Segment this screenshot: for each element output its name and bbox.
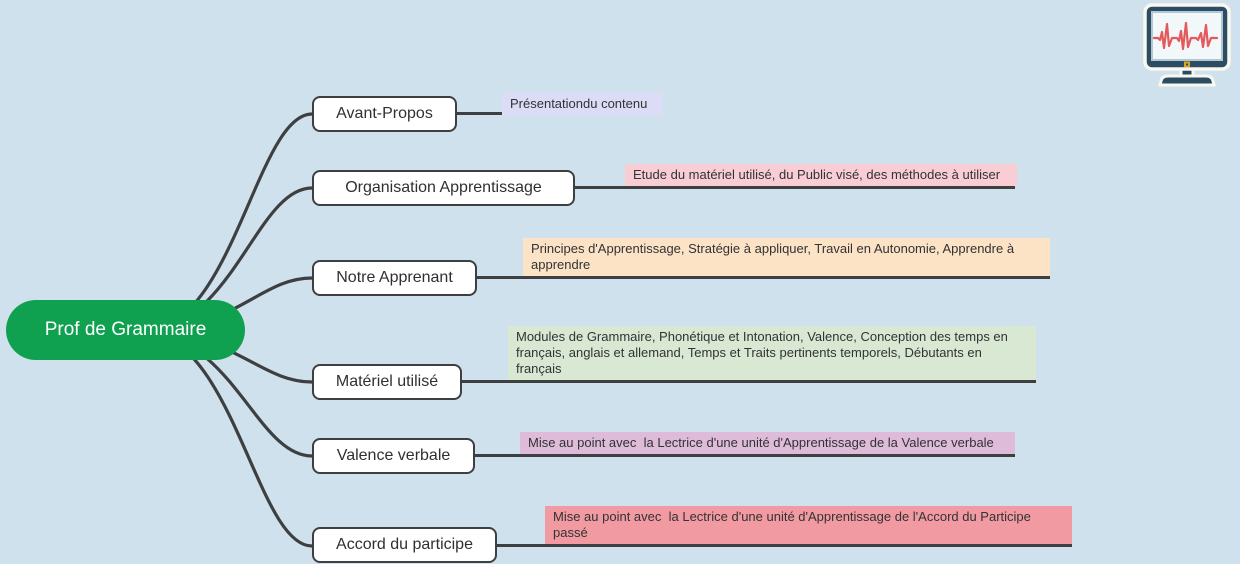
topic-avant-propos[interactable]: Avant-Propos [312, 96, 457, 132]
topic-valence[interactable]: Valence verbale [312, 438, 475, 474]
note-underline-accord [495, 544, 1072, 547]
topic-materiel[interactable]: Matériel utilisé [312, 364, 462, 400]
topic-label: Avant-Propos [336, 105, 433, 122]
topic-label: Matériel utilisé [335, 373, 439, 390]
topic-accord[interactable]: Accord du participe [312, 527, 497, 563]
monitor-power-button-dot [1186, 63, 1188, 66]
note-avant-propos[interactable]: Présentationdu contenu [502, 93, 662, 115]
note-accord[interactable]: Mise au point avec la Lectrice d'une uni… [545, 506, 1072, 544]
note-underline-materiel [460, 380, 1036, 383]
topic-label: Accord du participe [336, 536, 473, 553]
note-organisation[interactable]: Etude du matériel utilisé, du Public vis… [625, 164, 1017, 186]
topic-notre-apprenant[interactable]: Notre Apprenant [312, 260, 477, 296]
note-underline-valence [473, 454, 1015, 457]
note-valence[interactable]: Mise au point avec la Lectrice d'une uni… [520, 432, 1015, 454]
topic-label: Notre Apprenant [336, 269, 453, 286]
root-topic-label: Prof de Grammaire [44, 319, 207, 340]
topic-organisation[interactable]: Organisation Apprentissage [312, 170, 575, 206]
topic-label: Organisation Apprentissage [345, 179, 542, 196]
note-underline-organisation [573, 186, 1015, 189]
heartbeat-monitor-icon [1141, 2, 1237, 95]
monitor-stand-base [1158, 74, 1216, 87]
note-notre-apprenant[interactable]: Principes d'Apprentissage, Stratégie à a… [523, 238, 1050, 276]
ecg-pulse-icon [1152, 21, 1219, 51]
note-underline-notre-apprenant [475, 276, 1050, 279]
root-topic[interactable]: Prof de Grammaire [6, 300, 245, 360]
topic-label: Valence verbale [336, 447, 451, 464]
connector-accord [148, 330, 314, 548]
note-materiel[interactable]: Modules de Grammaire, Phonétique et Into… [508, 326, 1036, 380]
